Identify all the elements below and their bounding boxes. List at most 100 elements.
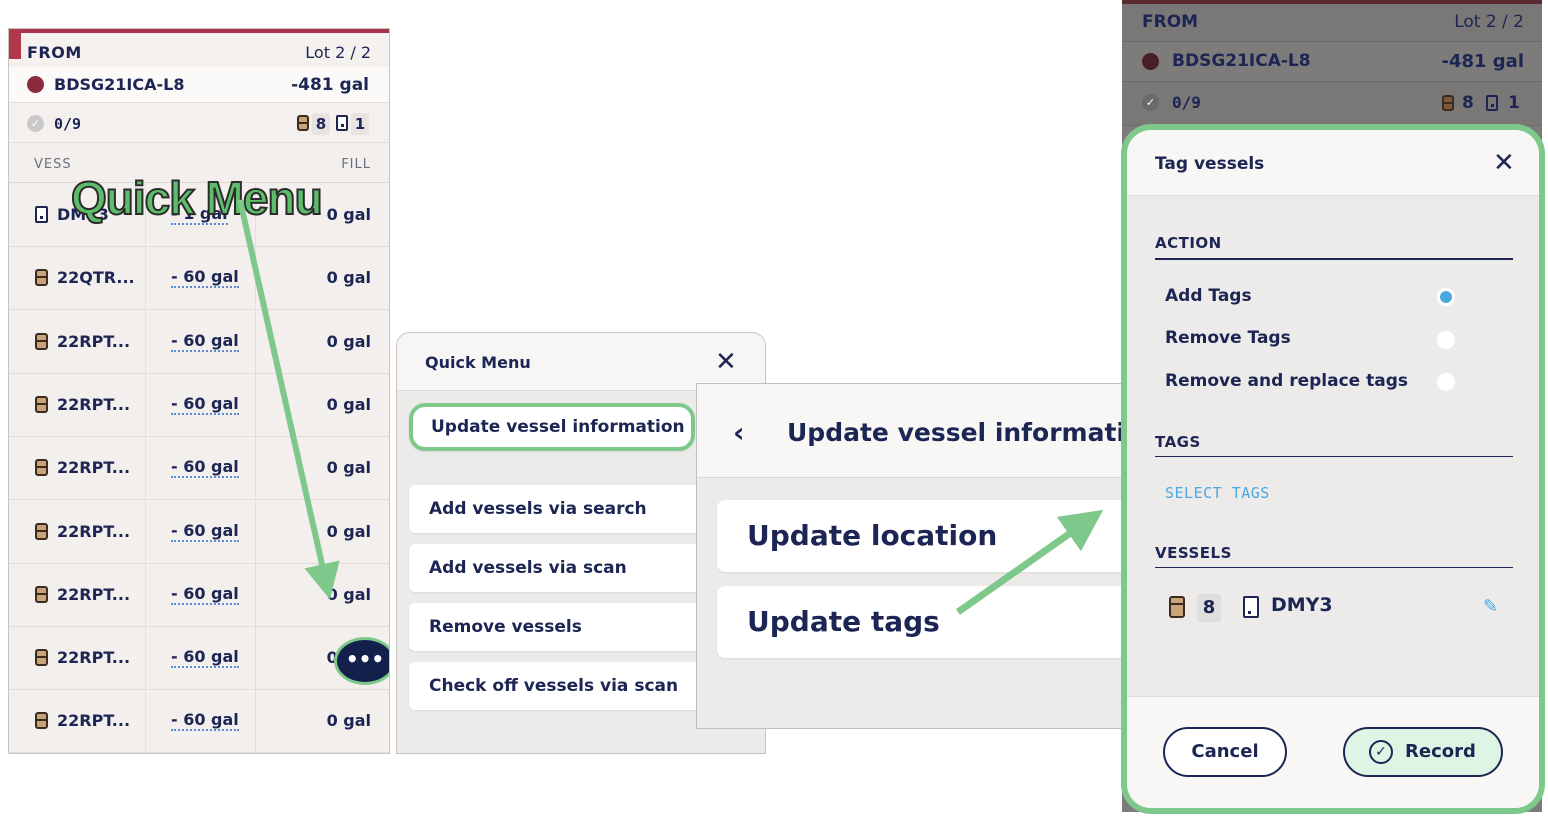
quick-menu-overlay-title: Quick Menu: [70, 171, 324, 225]
vessel-delta[interactable]: - 60 gal: [171, 583, 239, 605]
barrel-count: 8: [312, 113, 330, 135]
vessel-name: 22RPT...: [57, 331, 131, 351]
barrel-icon: [35, 332, 48, 350]
vessel-fill: 0 gal: [326, 205, 371, 224]
menu-item-update-vessel-information[interactable]: Update vessel information: [409, 403, 695, 451]
record-label: Record: [1405, 741, 1476, 762]
lot-row[interactable]: BDSG21ICA-L8 -481 gal: [9, 67, 389, 103]
vessel-cell: [9, 563, 146, 626]
dim-header-row: FROM Lot 2 / 2: [1122, 4, 1542, 42]
radio-add-tags[interactable]: [1437, 288, 1455, 306]
delta-cell: [146, 563, 256, 626]
vessels-divider: [1155, 567, 1513, 568]
close-icon[interactable]: ✕: [715, 347, 737, 377]
table-row[interactable]: 22RPT... - 60 gal 0 gal: [9, 310, 389, 374]
barrel-icon: [35, 712, 48, 730]
vessel-delta[interactable]: - 60 gal: [171, 393, 239, 415]
lot-indicator: Lot 2 / 2: [305, 43, 371, 62]
lot-indicator: Lot 2 / 2: [1454, 12, 1524, 32]
vessel-delta[interactable]: - 60 gal: [171, 647, 239, 669]
vessel-cell: [9, 373, 146, 436]
delta-cell: [146, 690, 256, 753]
vessel-fill: 0 gal: [326, 711, 371, 731]
vessel-delta[interactable]: - 60 gal: [171, 710, 239, 732]
table-row[interactable]: 22RPT... - 60 gal 0 gal: [9, 690, 389, 753]
option-remove-tags-label[interactable]: Remove Tags: [1165, 328, 1291, 348]
update-vessel-info-title: Update vessel information: [787, 418, 1126, 447]
tank-icon: [35, 206, 48, 223]
quick-menu-header: Quick Menu ✕: [397, 333, 765, 391]
radio-remove-tags[interactable]: [1437, 331, 1455, 349]
chevron-left-icon[interactable]: ‹: [733, 416, 745, 449]
vessel-cell: [9, 437, 146, 500]
barrel-icon: [35, 459, 48, 477]
lot-header: FROM Lot 2 / 2: [9, 29, 389, 63]
update-vessel-info-header: ‹ Update vessel information: [697, 384, 1125, 478]
vessel-name: 22RPT...: [57, 648, 131, 668]
select-tags-link[interactable]: SELECT TAGS: [1165, 484, 1270, 502]
menu-item-check-off-vessels[interactable]: Check off vessels via scan: [409, 662, 709, 710]
update-vessel-info-panel: ‹ Update vessel information Update locat…: [696, 383, 1126, 729]
tags-divider: [1155, 456, 1513, 457]
table-row[interactable]: 22RPT... - 60 gal 0 gal: [9, 437, 389, 501]
barrel-icon: [35, 522, 48, 540]
vessel-list-panel: FROM Lot 2 / 2 BDSG21ICA-L8 -481 gal ✓ 0…: [8, 28, 390, 754]
from-label: FROM: [27, 43, 82, 62]
tag-vessels-dialog: Tag vessels ✕ ACTION Add Tags Remove Tag…: [1121, 124, 1545, 814]
table-row[interactable]: DMY3 - 1 gal 0 gal: [9, 184, 389, 247]
vessel-fill: 0 gal: [326, 268, 371, 288]
dim-lot-row: BDSG21ICA-L8 -481 gal: [1122, 42, 1542, 82]
vessel-barrel-count: 8: [1197, 594, 1221, 622]
vessel-cell: [9, 690, 146, 753]
cancel-button[interactable]: Cancel: [1163, 727, 1287, 777]
update-tags-button[interactable]: Update tags: [717, 586, 1125, 658]
barrel-icon: [1442, 95, 1454, 111]
action-section-label: ACTION: [1155, 234, 1222, 252]
menu-item-add-vessels-scan[interactable]: Add vessels via scan: [409, 544, 709, 592]
menu-item-remove-vessels[interactable]: Remove vessels: [409, 603, 709, 651]
vessel-delta[interactable]: - 60 gal: [171, 457, 239, 479]
barrel-icon: [35, 585, 48, 603]
vessel-name: 22RPT...: [57, 584, 131, 604]
count-row: ✓ 0/9 8 1: [9, 105, 389, 143]
vessel-name: DMY3: [57, 205, 109, 224]
radio-remove-replace-tags[interactable]: [1437, 373, 1455, 391]
vessel-fill: 0 gal: [326, 458, 371, 478]
close-icon[interactable]: ✕: [1493, 148, 1515, 178]
lot-color-dot: [1142, 53, 1159, 70]
vessel-name: 22RPT...: [57, 711, 131, 731]
menu-item-add-vessels-search[interactable]: Add vessels via search: [409, 485, 709, 533]
lot-color-dot: [27, 76, 44, 93]
vessel-delta[interactable]: - 1 gal: [171, 204, 228, 225]
tank-count: 1: [1508, 93, 1520, 113]
vessel-name: 22QTR...: [57, 268, 135, 288]
vessel-name: 22RPT...: [57, 458, 131, 478]
check-count: 0/9: [1172, 93, 1201, 112]
option-remove-replace-tags-label[interactable]: Remove and replace tags: [1165, 371, 1408, 391]
quick-menu-button[interactable]: •••: [334, 637, 389, 685]
edit-icon[interactable]: ✎: [1483, 596, 1499, 617]
option-add-tags-label[interactable]: Add Tags: [1165, 286, 1252, 306]
vessel-cell: [9, 184, 146, 246]
barrel-icon: [35, 395, 48, 413]
vessel-cell: [9, 310, 146, 373]
tank-icon: [1486, 95, 1498, 111]
table-row[interactable]: 22QTR... - 60 gal 0 gal: [9, 247, 389, 311]
vessel-fill: 0 gal: [326, 331, 371, 351]
quick-menu-title: Quick Menu: [425, 353, 531, 372]
vessel-delta[interactable]: - 60 gal: [171, 330, 239, 352]
vessel-column-header: VESS: [34, 157, 72, 172]
barrel-icon: [35, 269, 48, 287]
vessel-delta[interactable]: - 60 gal: [171, 520, 239, 542]
update-location-button[interactable]: Update location: [717, 500, 1125, 572]
check-circle-icon: ✓: [1369, 740, 1393, 764]
vessel-delta[interactable]: - 60 gal: [171, 267, 239, 289]
lot-name: BDSG21ICA-L8: [54, 75, 185, 94]
record-button[interactable]: ✓ Record: [1343, 727, 1503, 777]
vessel-cell: [9, 247, 146, 310]
lot-name: BDSG21ICA-L8: [1172, 51, 1311, 71]
